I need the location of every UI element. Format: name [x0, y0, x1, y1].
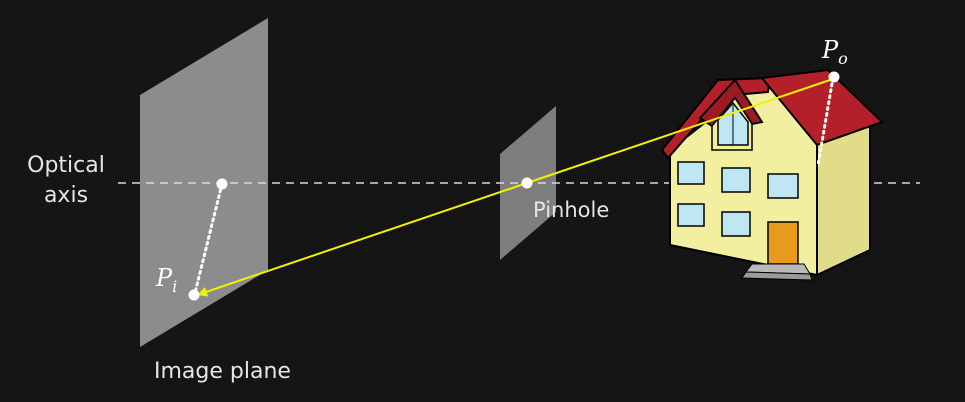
image-plane-center-point	[216, 178, 228, 190]
light-ray-object-to-pinhole	[526, 79, 831, 184]
object-point-label: Po	[821, 36, 848, 68]
image-point-pi	[188, 289, 200, 301]
object-point-po	[828, 71, 840, 83]
image-point-label: Pi	[155, 264, 177, 296]
optical-axis-label-line2: axis	[44, 183, 88, 208]
object-offset-line	[816, 76, 835, 167]
pinhole-label: Pinhole	[533, 198, 609, 222]
pinhole-point	[521, 177, 533, 189]
light-ray-pinhole-to-image	[197, 182, 528, 297]
image-plane-label: Image plane	[154, 359, 291, 384]
image-plane-offset-line	[193, 182, 224, 295]
house-icon	[660, 68, 884, 281]
optical-axis-label-line1: Optical	[27, 153, 105, 178]
